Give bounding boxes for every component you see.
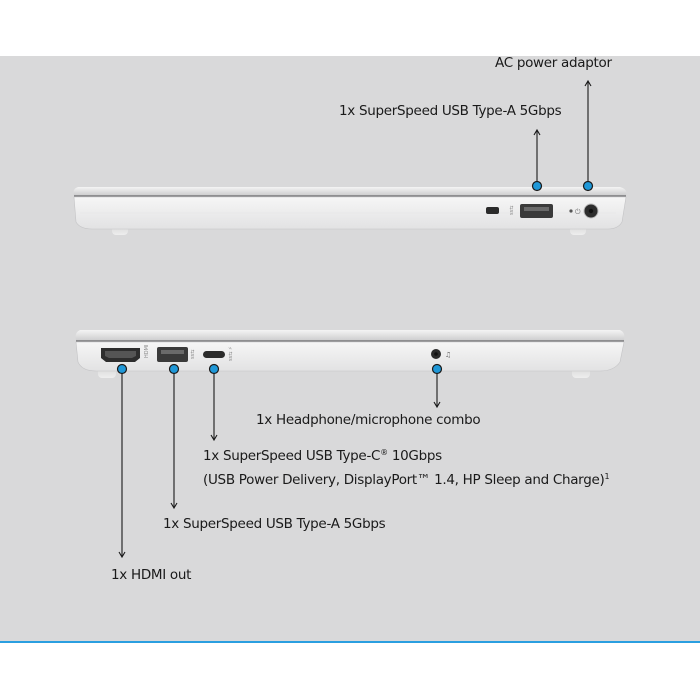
usb-a-top-label: 1x SuperSpeed USB Type-A 5Gbps bbox=[339, 103, 562, 119]
callout-markers bbox=[116, 180, 594, 375]
svg-text:ss⇆: ss⇆ bbox=[190, 350, 196, 359]
svg-text:♫: ♫ bbox=[445, 351, 451, 359]
laptop-lid bbox=[73, 187, 627, 195]
hdmi-label: 1x HDMI out bbox=[111, 567, 192, 583]
svg-text:ss⇆ ⚡: ss⇆ ⚡ bbox=[228, 346, 234, 361]
marker-usb-a-bottom bbox=[168, 363, 180, 375]
marker-usb-a-top bbox=[531, 180, 543, 192]
marker-usb-c bbox=[208, 363, 220, 375]
laptop-side-view-right: ss⇆ ⏻ bbox=[73, 187, 627, 235]
svg-text:HDMI: HDMI bbox=[144, 345, 150, 358]
laptop-base bbox=[75, 341, 625, 372]
marker-headphone bbox=[431, 363, 443, 375]
ac-power-label: AC power adaptor bbox=[495, 55, 612, 71]
headphone-jack-icon: ♫ bbox=[431, 349, 451, 359]
power-jack-icon: ⏻ bbox=[569, 203, 599, 219]
lock-slot-icon bbox=[486, 207, 499, 214]
accent-line bbox=[0, 641, 700, 643]
usb-c-note: (USB Power Delivery, DisplayPort™ 1.4, H… bbox=[203, 472, 610, 488]
hdmi-port-icon: HDMI bbox=[101, 345, 150, 362]
svg-text:ss⇆: ss⇆ bbox=[509, 206, 515, 215]
callout-lines bbox=[118, 79, 592, 559]
marker-hdmi bbox=[116, 363, 128, 375]
svg-text:⏻: ⏻ bbox=[575, 208, 581, 216]
usb-c-label: 1x SuperSpeed USB Type-C® 10Gbps bbox=[203, 448, 442, 464]
usb-a-port-icon: ss⇆ bbox=[157, 347, 196, 362]
usb-a-port-icon: ss⇆ bbox=[509, 204, 553, 218]
usb-c-port-icon: ss⇆ ⚡ bbox=[203, 346, 234, 361]
marker-ac-power bbox=[582, 180, 594, 192]
laptop-lid bbox=[75, 330, 625, 340]
usb-a-bottom-label: 1x SuperSpeed USB Type-A 5Gbps bbox=[163, 516, 386, 532]
laptop-side-view-left: HDMI ss⇆ ss⇆ ⚡ ♫ bbox=[75, 330, 625, 378]
headphone-label: 1x Headphone/microphone combo bbox=[256, 412, 481, 428]
